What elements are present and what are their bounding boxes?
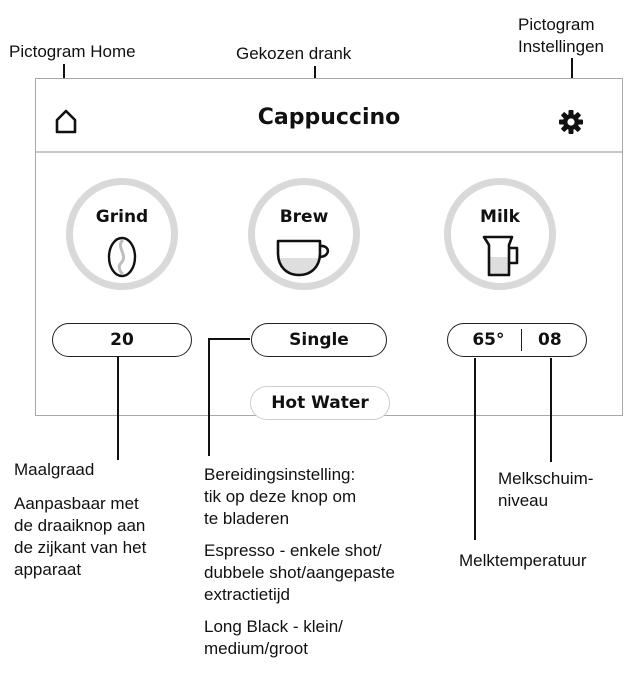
- callout-brew-setting: Bereidingsinstelling: tik op deze knop o…: [204, 465, 395, 658]
- chosen-drink-title: Cappuccino: [257, 105, 401, 130]
- leader-line-brew-horizontal: [208, 338, 250, 340]
- milk-temp-value: 65°: [472, 330, 505, 350]
- callout-froth-level: Melkschuim- niveau: [498, 469, 594, 510]
- header-divider: [36, 151, 622, 153]
- machine-display: Cappuccino Grind Brew: [35, 78, 623, 420]
- cup-icon: [276, 239, 330, 277]
- brew-button[interactable]: Brew: [248, 178, 360, 290]
- leader-line-milk-temp: [474, 358, 476, 540]
- callout-settings-icon: Pictogram Instellingen: [518, 15, 605, 56]
- home-icon[interactable]: [54, 108, 78, 139]
- callout-grind: Maalgraad Aanpasbaar met de draaiknop aa…: [14, 460, 147, 579]
- milk-pill-separator: [520, 329, 522, 351]
- coffee-bean-icon: [107, 236, 137, 278]
- hot-water-label: Hot Water: [271, 393, 369, 413]
- brew-setting-value: Single: [289, 330, 349, 350]
- milk-froth-value: 08: [538, 330, 562, 350]
- grind-button[interactable]: Grind: [66, 178, 178, 290]
- milk-jug-icon: [482, 235, 519, 277]
- grind-value-pill[interactable]: 20: [52, 323, 192, 357]
- gear-icon[interactable]: [558, 109, 584, 140]
- callout-chosen-drink: Gekozen drank: [236, 44, 352, 63]
- leader-line-grind: [117, 356, 119, 460]
- leader-line-brew-vertical: [208, 338, 210, 456]
- brew-label: Brew: [279, 207, 329, 227]
- grind-label: Grind: [95, 207, 149, 227]
- grind-value: 20: [110, 330, 134, 350]
- brew-setting-pill[interactable]: Single: [251, 323, 387, 357]
- milk-button[interactable]: Milk: [444, 178, 556, 290]
- callout-home-icon: Pictogram Home: [9, 42, 136, 61]
- hot-water-button[interactable]: Hot Water: [250, 386, 390, 420]
- leader-line-froth: [550, 358, 552, 462]
- callout-milk-temperature: Melktemperatuur: [459, 551, 587, 570]
- milk-setting-pill[interactable]: 65° 08: [447, 323, 587, 357]
- milk-label: Milk: [480, 207, 520, 227]
